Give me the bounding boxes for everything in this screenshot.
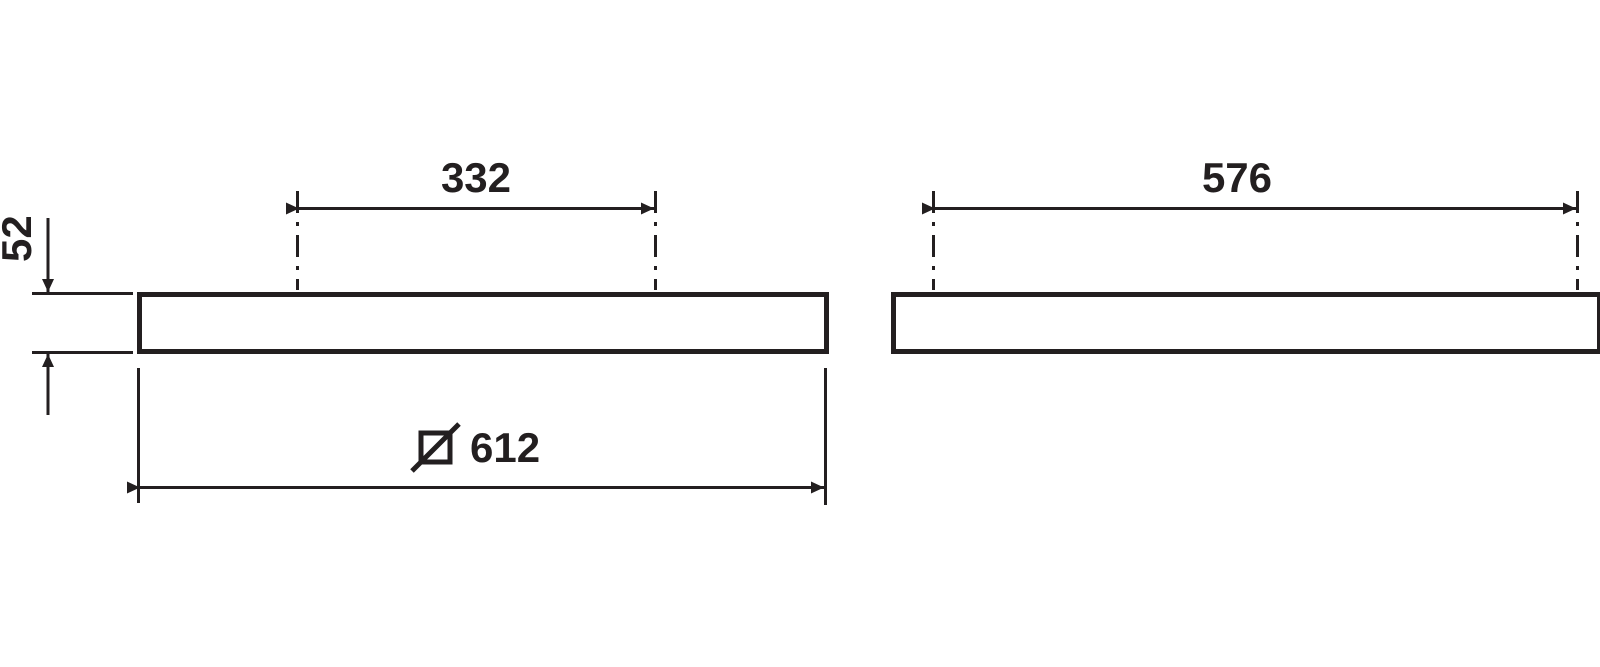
dimension-depth-576: 576 [922, 154, 1579, 290]
dimension-height-52: 52 [0, 215, 133, 415]
dimension-span-332: 332 [286, 154, 657, 290]
dimension-label-576: 576 [1202, 154, 1272, 201]
dimension-label-52: 52 [0, 215, 40, 262]
front-view-rectangle [137, 292, 829, 354]
side-view-body [891, 292, 1600, 354]
square-diameter-icon [410, 422, 461, 473]
dimension-overall-612: 612 [127, 368, 827, 505]
front-view-body [137, 292, 829, 354]
dimension-label-612: 612 [470, 424, 540, 471]
dimension-label-332: 332 [441, 154, 511, 201]
side-view-rectangle [891, 292, 1600, 354]
